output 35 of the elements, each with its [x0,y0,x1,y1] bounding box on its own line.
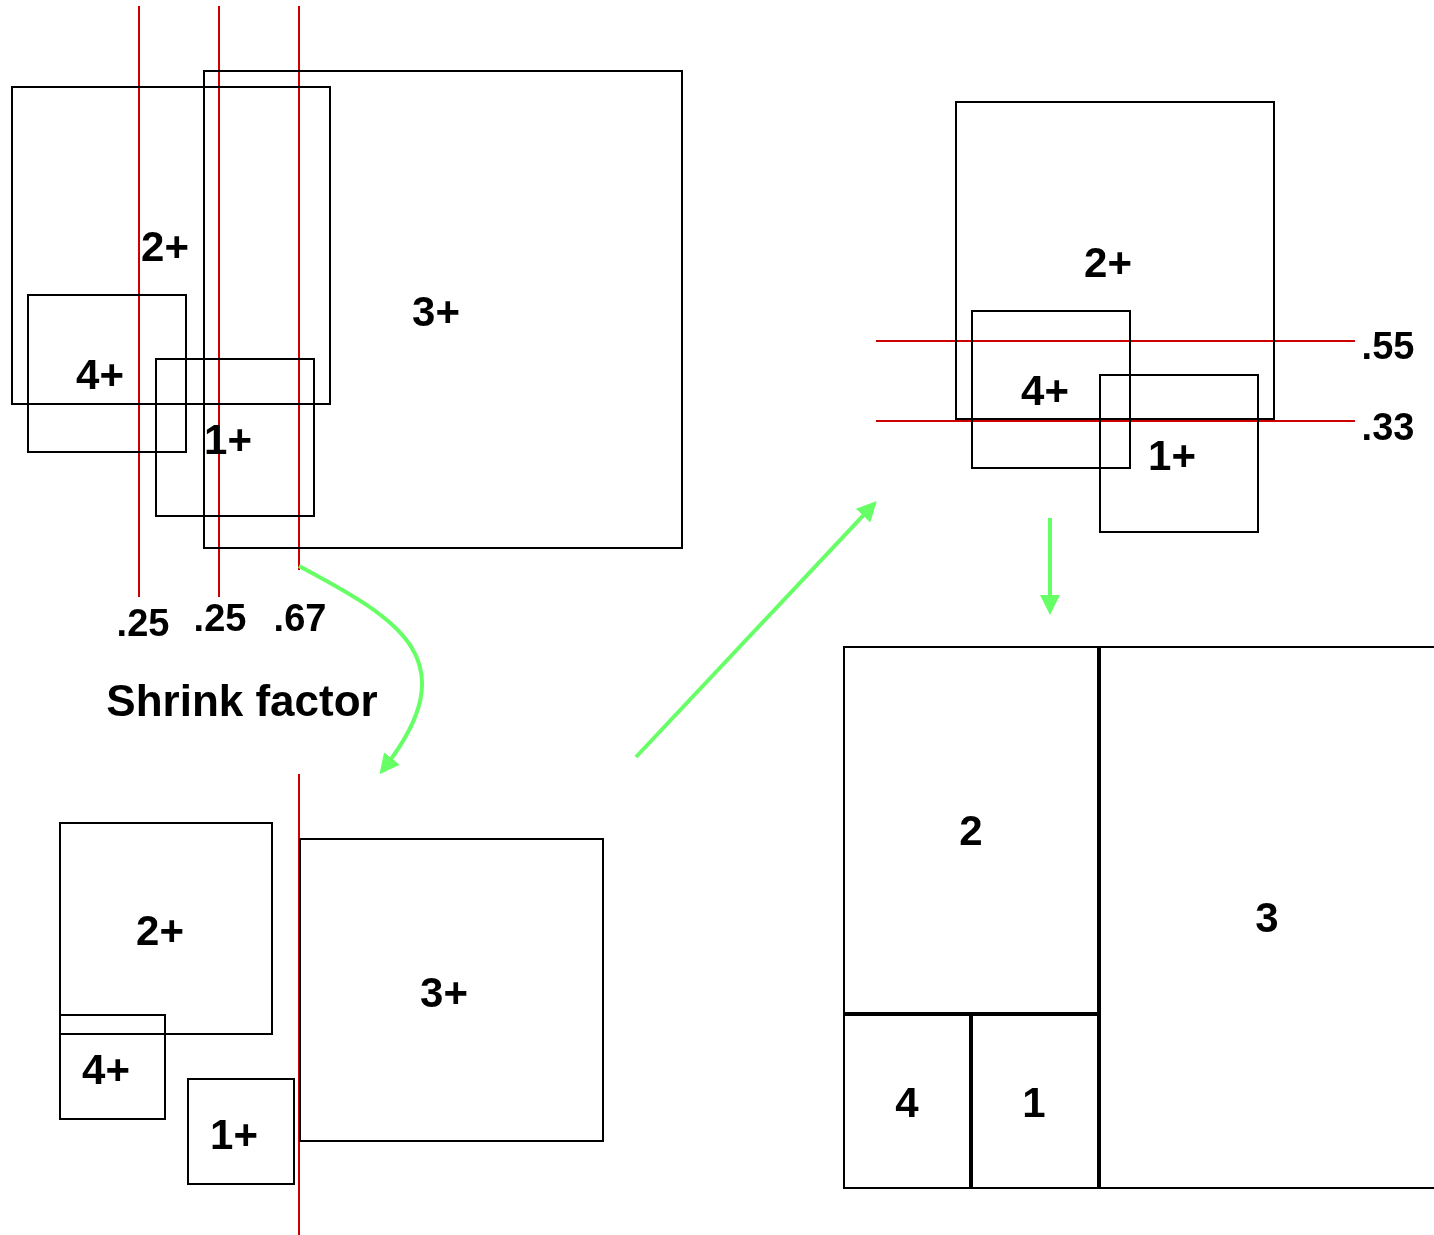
region-label: 3 [1255,897,1279,939]
region-box [155,358,315,517]
region-box [843,1014,971,1189]
region-label: 4 [895,1082,919,1124]
region-box [27,294,187,453]
region-box [971,310,1131,469]
region-box [59,822,273,1035]
region-label: 1 [1022,1082,1046,1124]
region-label: 2+ [136,910,184,952]
shrink-factor-value: .55 [1361,327,1415,365]
region-label: 3+ [420,972,468,1014]
region-box [299,838,604,1142]
region-label: 2+ [141,226,189,268]
region-label: 1+ [1148,435,1196,477]
region-label: 2+ [1084,242,1132,284]
region-box [187,1078,295,1185]
region-label: 4+ [76,354,124,396]
region-box [1099,646,1434,1189]
region-box [955,101,1275,420]
region-label: 4+ [1021,370,1069,412]
shrink-factor-value: .25 [193,599,247,637]
region-label: 4+ [82,1049,130,1091]
shrink-factor-value: .25 [116,604,170,642]
shrink-factor-value: .67 [273,599,327,637]
region-box [971,1014,1099,1189]
caption-text: Shrink factor [106,679,378,723]
region-box [1099,374,1259,533]
region-box [59,1014,166,1120]
region-label: 2 [959,810,983,852]
region-box [203,70,683,549]
region-box [843,646,1099,1014]
region-box [11,86,331,405]
region-label: 1+ [210,1114,258,1156]
region-label: 3+ [412,291,460,333]
shrink-factor-value: .33 [1361,408,1415,446]
